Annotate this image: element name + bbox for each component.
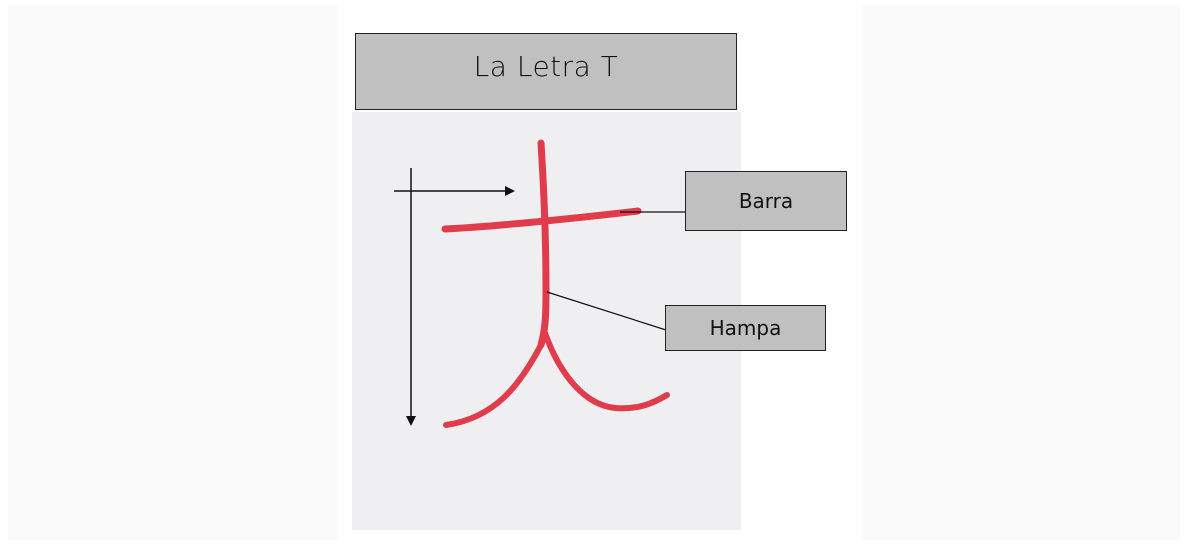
left-margin-panel xyxy=(8,6,338,540)
hampa-leader-line xyxy=(546,291,667,331)
title-banner: La Letra T xyxy=(355,33,737,110)
title-text: La Letra T xyxy=(473,50,619,83)
right-margin-panel xyxy=(862,6,1180,540)
right-foot-stroke xyxy=(542,330,670,412)
stem-stroke xyxy=(537,139,550,349)
hampa-callout: Hampa xyxy=(665,305,826,351)
barra-callout: Barra xyxy=(685,171,847,231)
barra-label: Barra xyxy=(738,189,794,213)
left-foot-stroke xyxy=(443,342,544,428)
crossbar-stroke xyxy=(441,207,642,233)
hampa-label: Hampa xyxy=(709,316,782,340)
